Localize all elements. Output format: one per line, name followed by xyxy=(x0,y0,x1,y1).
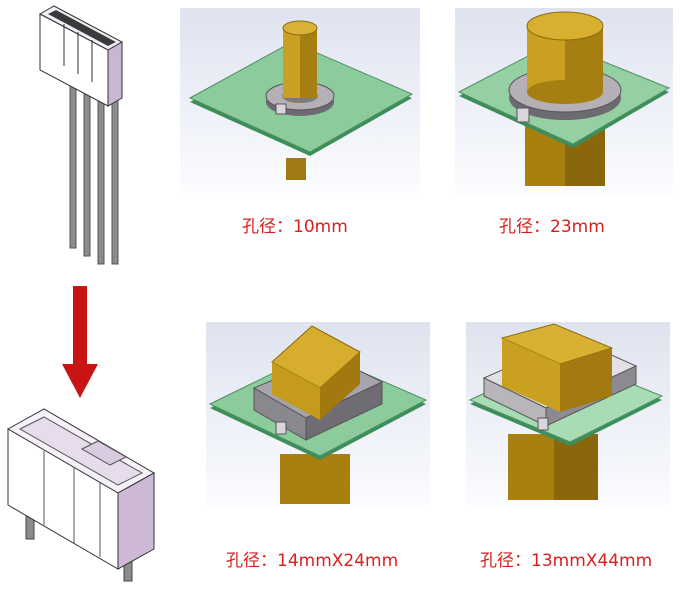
caption-hole-13x44mm: 孔径：13mmX44mm xyxy=(480,551,653,571)
render-10mm-round xyxy=(180,8,420,193)
connector-right-angle-figure xyxy=(4,405,164,587)
render-13x44-rect xyxy=(466,322,670,506)
caption-hole-23mm: 孔径：23mm xyxy=(499,217,605,237)
down-arrow xyxy=(60,286,100,402)
connector-straight-figure xyxy=(18,2,138,274)
render-23mm-round xyxy=(455,8,673,194)
render-14x24-rect xyxy=(206,322,430,506)
caption-hole-10mm: 孔径：10mm xyxy=(242,217,348,237)
caption-hole-14x24mm: 孔径：14mmX24mm xyxy=(226,551,399,571)
